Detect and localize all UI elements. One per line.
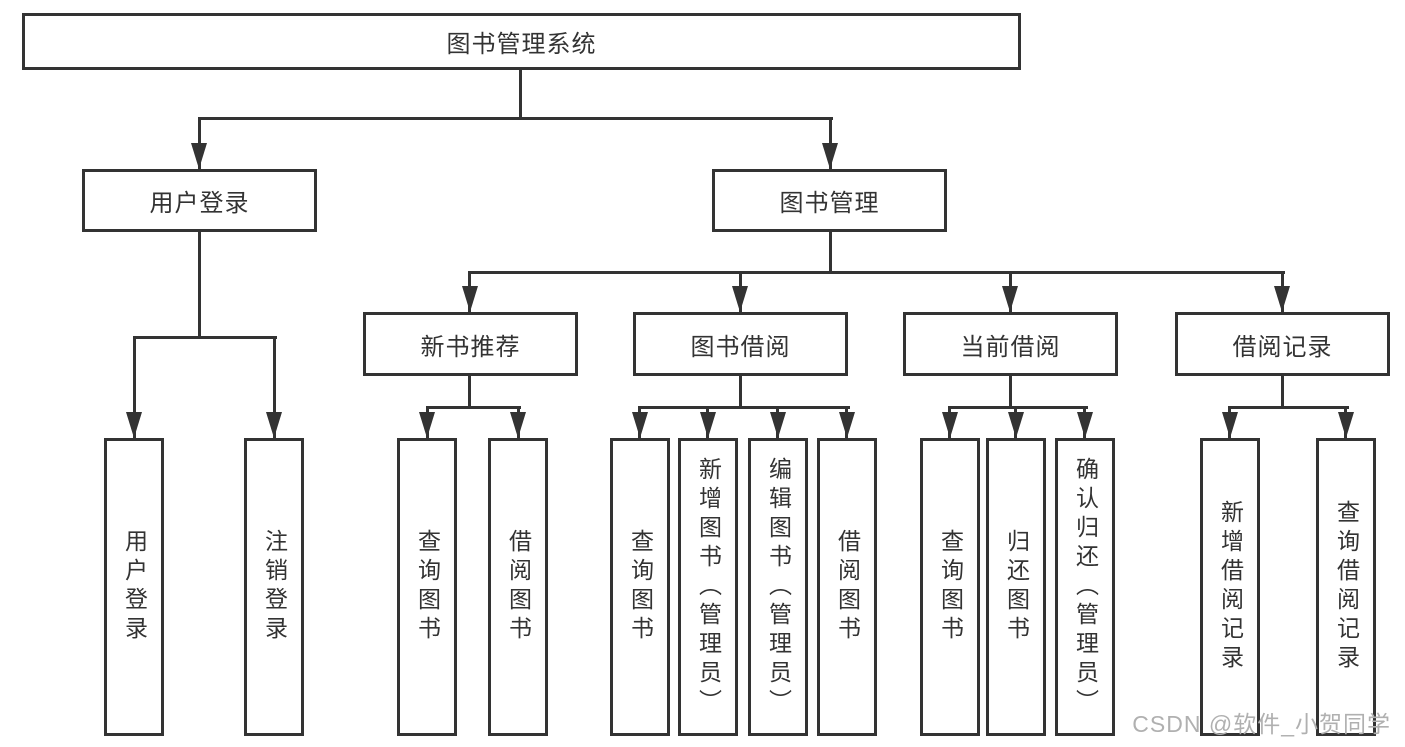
- leaf-label: 注销登录: [261, 529, 288, 645]
- arrowhead: [839, 412, 855, 438]
- leaf-label: 新增借阅记录: [1217, 500, 1244, 674]
- leaf-label: 借阅图书: [834, 529, 861, 645]
- connector-line: [948, 406, 1088, 409]
- connector-line: [468, 376, 471, 409]
- leaf-borrow-books: 借阅图书: [817, 438, 877, 736]
- connector-line: [1281, 376, 1284, 409]
- leaf-label: 确认归还（管理员）: [1072, 456, 1099, 718]
- arrowhead: [632, 412, 648, 438]
- arrowhead: [1008, 412, 1024, 438]
- connector-line: [829, 232, 832, 274]
- arrowhead: [191, 143, 207, 169]
- arrowhead: [266, 412, 282, 438]
- arrowhead: [942, 412, 958, 438]
- leaf-user-login: 用户登录: [104, 438, 164, 736]
- arrowhead: [822, 143, 838, 169]
- arrowhead: [510, 412, 526, 438]
- arrowhead: [126, 412, 142, 438]
- leaf-confirm-return-admin: 确认归还（管理员）: [1055, 438, 1115, 736]
- connector-line: [198, 232, 201, 339]
- node-new-book-recommend: 新书推荐: [363, 312, 578, 376]
- node-book-management: 图书管理: [712, 169, 947, 232]
- leaf-label: 用户登录: [121, 529, 148, 645]
- node-current-borrowing: 当前借阅: [903, 312, 1118, 376]
- arrowhead: [462, 286, 478, 312]
- connector-line: [739, 376, 742, 409]
- arrowhead: [1338, 412, 1354, 438]
- leaf-label: 编辑图书（管理员）: [765, 456, 792, 718]
- leaf-query-books-borrowing: 查询图书: [610, 438, 670, 736]
- node-label: 当前借阅: [960, 333, 1061, 361]
- connector-line: [198, 117, 833, 120]
- connector-line: [519, 70, 522, 117]
- leaf-label: 借阅图书: [505, 529, 532, 645]
- leaf-add-borrow-record: 新增借阅记录: [1200, 438, 1260, 736]
- node-label: 借阅记录: [1232, 333, 1333, 361]
- leaf-label: 查询图书: [414, 529, 441, 645]
- connector-line: [1228, 406, 1349, 409]
- leaf-return-books: 归还图书: [986, 438, 1046, 736]
- leaf-logout: 注销登录: [244, 438, 304, 736]
- leaf-query-books-current: 查询图书: [920, 438, 980, 736]
- node-user-login: 用户登录: [82, 169, 317, 232]
- leaf-label: 查询图书: [627, 529, 654, 645]
- csdn-watermark: CSDN @软件_小贺同学: [1132, 711, 1391, 737]
- node-label: 图书管理: [779, 190, 880, 217]
- connector-line: [133, 336, 277, 339]
- connector-line: [273, 336, 276, 438]
- leaf-label: 查询图书: [937, 529, 964, 645]
- leaf-label: 查询借阅记录: [1333, 500, 1360, 674]
- leaf-label: 新增图书（管理员）: [695, 456, 722, 718]
- arrowhead: [770, 412, 786, 438]
- connector-line: [1009, 376, 1012, 409]
- node-borrow-records: 借阅记录: [1175, 312, 1390, 376]
- arrowhead: [1274, 286, 1290, 312]
- node-label: 新书推荐: [420, 333, 521, 361]
- connector-line: [638, 406, 850, 409]
- node-label: 用户登录: [149, 190, 250, 217]
- leaf-label: 归还图书: [1003, 529, 1030, 645]
- arrowhead: [1077, 412, 1093, 438]
- arrowhead: [1222, 412, 1238, 438]
- leaf-borrow-books-recommend: 借阅图书: [488, 438, 548, 736]
- connector-line: [468, 271, 1285, 274]
- node-label: 图书管理系统: [446, 31, 597, 58]
- leaf-query-borrow-record: 查询借阅记录: [1316, 438, 1376, 736]
- leaf-query-books-recommend: 查询图书: [397, 438, 457, 736]
- node-library-system: 图书管理系统: [22, 13, 1021, 70]
- node-label: 图书借阅: [690, 333, 791, 361]
- arrowhead: [700, 412, 716, 438]
- connector-line: [426, 406, 521, 409]
- arrowhead: [732, 286, 748, 312]
- node-book-borrowing: 图书借阅: [633, 312, 848, 376]
- leaf-edit-books-admin: 编辑图书（管理员）: [748, 438, 808, 736]
- leaf-add-books-admin: 新增图书（管理员）: [678, 438, 738, 736]
- arrowhead: [1002, 286, 1018, 312]
- connector-line: [133, 336, 136, 438]
- arrowhead: [419, 412, 435, 438]
